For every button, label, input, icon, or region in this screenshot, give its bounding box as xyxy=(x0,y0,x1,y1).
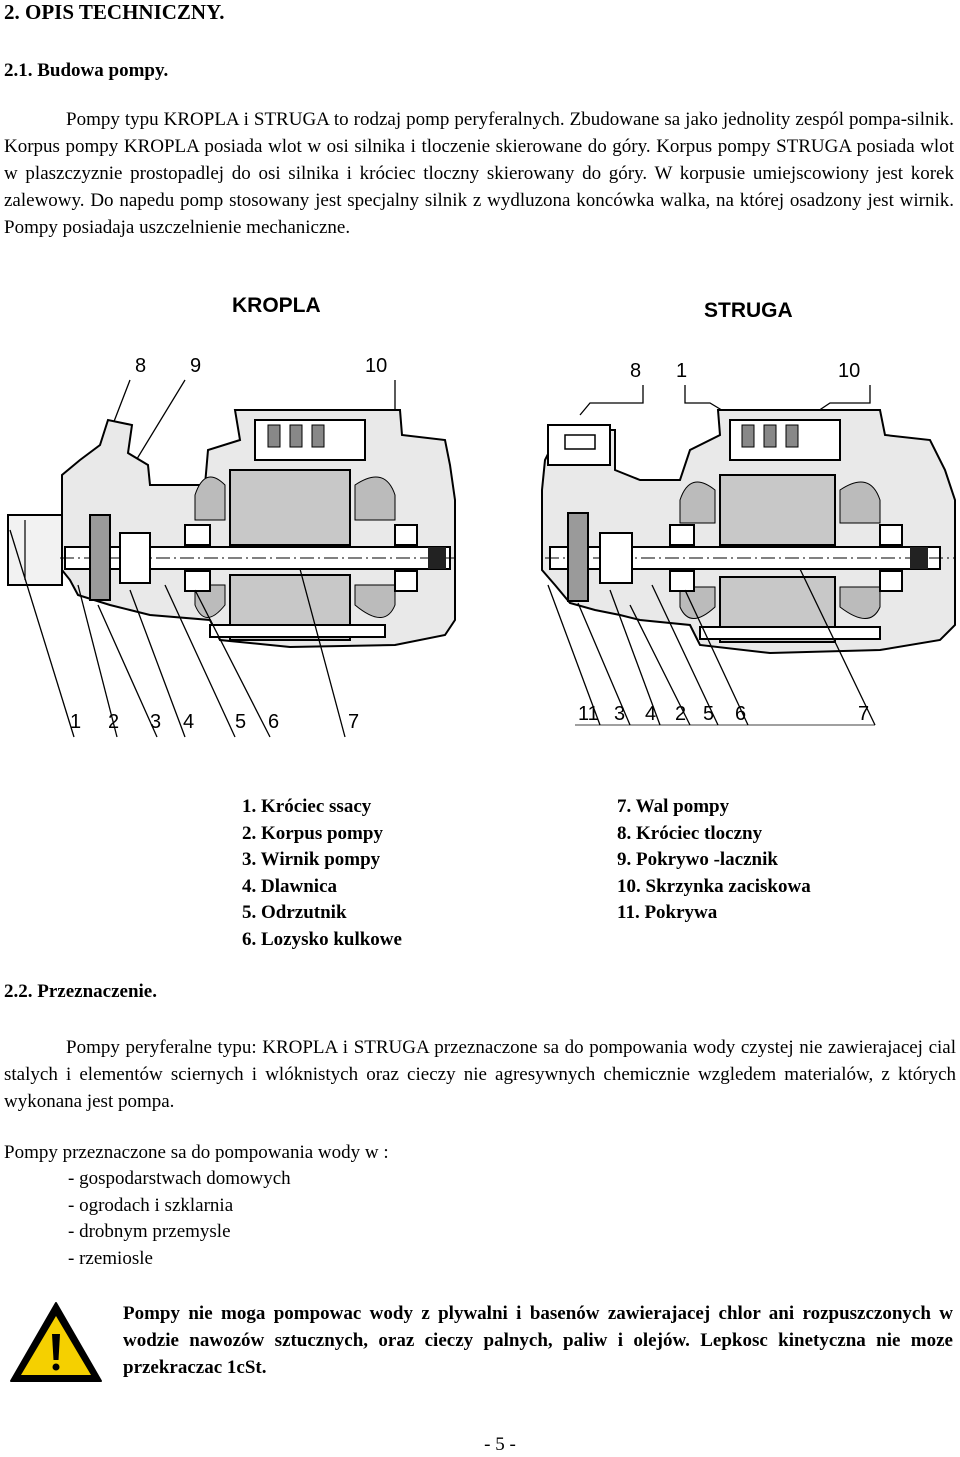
legend-right: 7. Wal pompy 8. Króciec tloczny 9. Pokry… xyxy=(617,794,811,927)
legend-item: 1. Króciec ssacy xyxy=(242,796,372,817)
struga-label-1: 1 xyxy=(676,360,687,382)
pump-cross-section-diagram: KROPLA 8 9 10 xyxy=(0,294,960,745)
construction-paragraph-text: Pompy typu KROPLA i STRUGA to rodzaj pom… xyxy=(4,109,954,238)
warning-triangle-icon xyxy=(8,1300,104,1384)
kropla-label-1: 1 xyxy=(70,711,81,733)
list-item: - drobnym przemysle xyxy=(68,1221,231,1242)
kropla-label-3: 3 xyxy=(150,711,161,733)
kropla-label-7: 7 xyxy=(348,711,359,733)
struga-label-10: 10 xyxy=(838,360,860,382)
struga-title: STRUGA xyxy=(704,299,793,322)
purpose-paragraph-text: Pompy peryferalne typu: KROPLA i STRUGA … xyxy=(4,1037,956,1112)
kropla-label-10: 10 xyxy=(365,355,387,377)
page-number: - 5 - xyxy=(484,1434,516,1455)
legend-item: 4. Dlawnica xyxy=(242,875,337,897)
kropla-label-6: 6 xyxy=(268,711,279,733)
kropla-label-2: 2 xyxy=(108,711,119,733)
legend-item: 11. Pokrywa xyxy=(617,902,718,923)
kropla-label-4: 4 xyxy=(183,711,194,733)
subsection-purpose-heading: 2.2. Przeznaczenie. xyxy=(4,981,157,1002)
kropla-title: KROPLA xyxy=(232,294,321,317)
legend-item: 9. Pokrywo -lacznik xyxy=(617,849,778,870)
list-item: - rzemiosle xyxy=(68,1247,153,1269)
legend-item: 2. Korpus pompy xyxy=(242,822,383,844)
list-item: - gospodarstwach domowych xyxy=(68,1168,291,1189)
legend-item: 6. Lozysko kulkowe xyxy=(242,928,402,950)
uses-intro: Pompy przeznaczone sa do pompowania wody… xyxy=(4,1142,389,1163)
list-item: - ogrodach i szklarnia xyxy=(68,1194,234,1216)
struga-label-5: 5 xyxy=(703,703,714,725)
struga-label-6: 6 xyxy=(735,703,746,725)
struga-label-2: 2 xyxy=(675,703,686,725)
warning-text: Pompy nie moga pompowac wody z plywalni … xyxy=(123,1303,953,1378)
struga-label-8: 8 xyxy=(630,360,641,382)
struga-label-7: 7 xyxy=(858,703,869,725)
kropla-label-9: 9 xyxy=(190,355,201,377)
purpose-paragraph: Pompy peryferalne typu: KROPLA i STRUGA … xyxy=(4,1034,956,1115)
kropla-label-5: 5 xyxy=(235,711,246,733)
kropla-diagram: KROPLA 8 9 10 xyxy=(8,294,455,737)
legend-item: 10. Skrzynka zaciskowa xyxy=(617,875,811,897)
legend-item: 7. Wal pompy xyxy=(617,796,730,817)
struga-diagram: STRUGA 8 1 10 xyxy=(542,299,955,725)
struga-label-11: 11 xyxy=(578,703,599,725)
legend-left: 1. Króciec ssacy 2. Korpus pompy 3. Wirn… xyxy=(242,794,402,953)
struga-label-3: 3 xyxy=(614,703,625,725)
subsection-construction-heading: 2.1. Budowa pompy. xyxy=(4,60,169,81)
section-title: 2. OPIS TECHNICZNY. xyxy=(4,0,225,24)
legend-item: 8. Króciec tloczny xyxy=(617,822,763,844)
struga-label-4: 4 xyxy=(645,703,656,725)
uses-list: - gospodarstwach domowych - ogrodach i s… xyxy=(68,1166,291,1272)
construction-paragraph: Pompy typu KROPLA i STRUGA to rodzaj pom… xyxy=(4,106,954,241)
kropla-label-8: 8 xyxy=(135,355,146,377)
legend-item: 3. Wirnik pompy xyxy=(242,849,381,870)
legend-item: 5. Odrzutnik xyxy=(242,902,347,923)
